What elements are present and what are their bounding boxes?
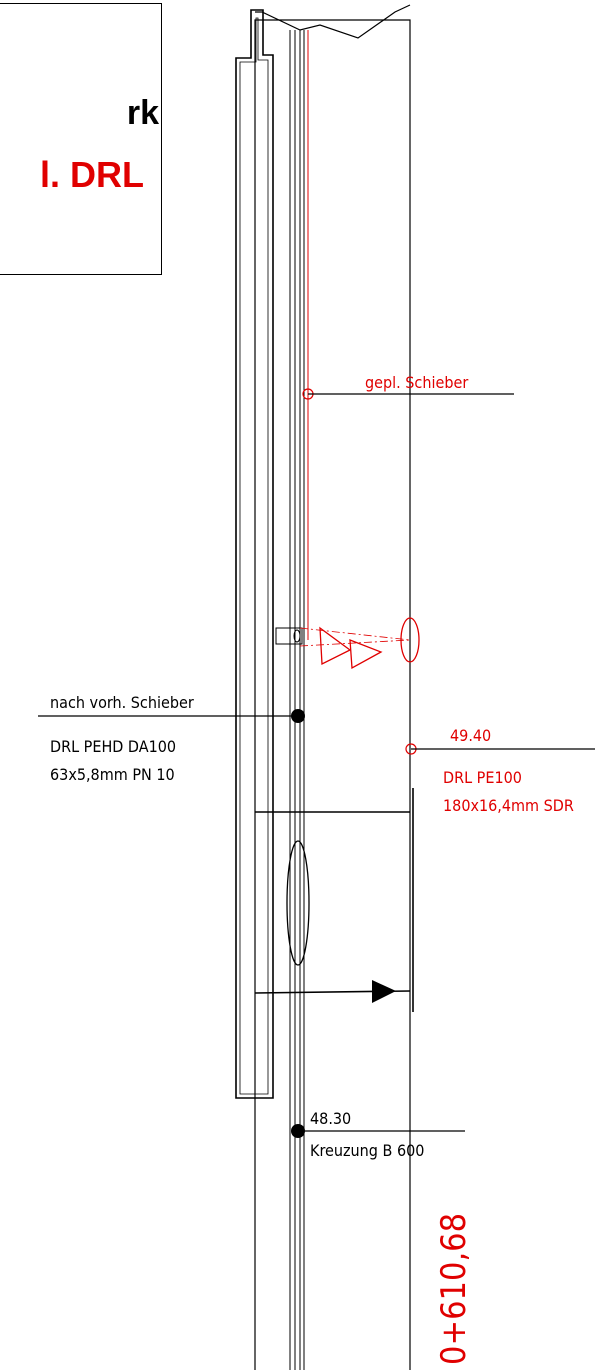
new-pipe-station: 49.40 bbox=[450, 726, 491, 745]
old-pipe-spec-2: 63x5,8mm PN 10 bbox=[50, 765, 175, 784]
kerb-inner bbox=[239, 17, 269, 1095]
existing-valve-dot bbox=[291, 709, 305, 723]
wall-outline bbox=[254, 19, 411, 1370]
crossing-label: Kreuzung B 600 bbox=[310, 1141, 424, 1160]
title-line-1: rk bbox=[126, 94, 159, 132]
crossing-arrowhead bbox=[372, 980, 396, 1003]
reducer-end-ellipse bbox=[400, 617, 420, 663]
red-centerline-1 bbox=[299, 627, 411, 641]
title-block: rk l. DRL bbox=[0, 3, 162, 275]
new-pipe-spec-2: 180x16,4mm SDR bbox=[443, 796, 574, 815]
existing-valve-label: nach vorh. Schieber bbox=[50, 693, 194, 712]
reducer-arrow-2 bbox=[349, 639, 383, 670]
crossing-station: 48.30 bbox=[310, 1109, 351, 1128]
crossing-ellipse bbox=[286, 840, 310, 966]
red-centerline-2 bbox=[299, 639, 411, 647]
connection-box bbox=[275, 627, 303, 645]
old-pipe-spec-1: DRL PEHD DA100 bbox=[50, 737, 176, 756]
chainage-label: 0+610,68 bbox=[434, 1213, 474, 1365]
kerb-profile bbox=[235, 9, 274, 1099]
reducer-arrow-1 bbox=[319, 626, 352, 666]
new-pipe-spec-1: DRL PE100 bbox=[443, 768, 522, 787]
planned-valve-label: gepl. Schieber bbox=[365, 373, 468, 392]
break-line bbox=[255, 4, 411, 39]
title-line-2: l. DRL bbox=[40, 154, 144, 195]
connection-ring bbox=[293, 629, 301, 643]
